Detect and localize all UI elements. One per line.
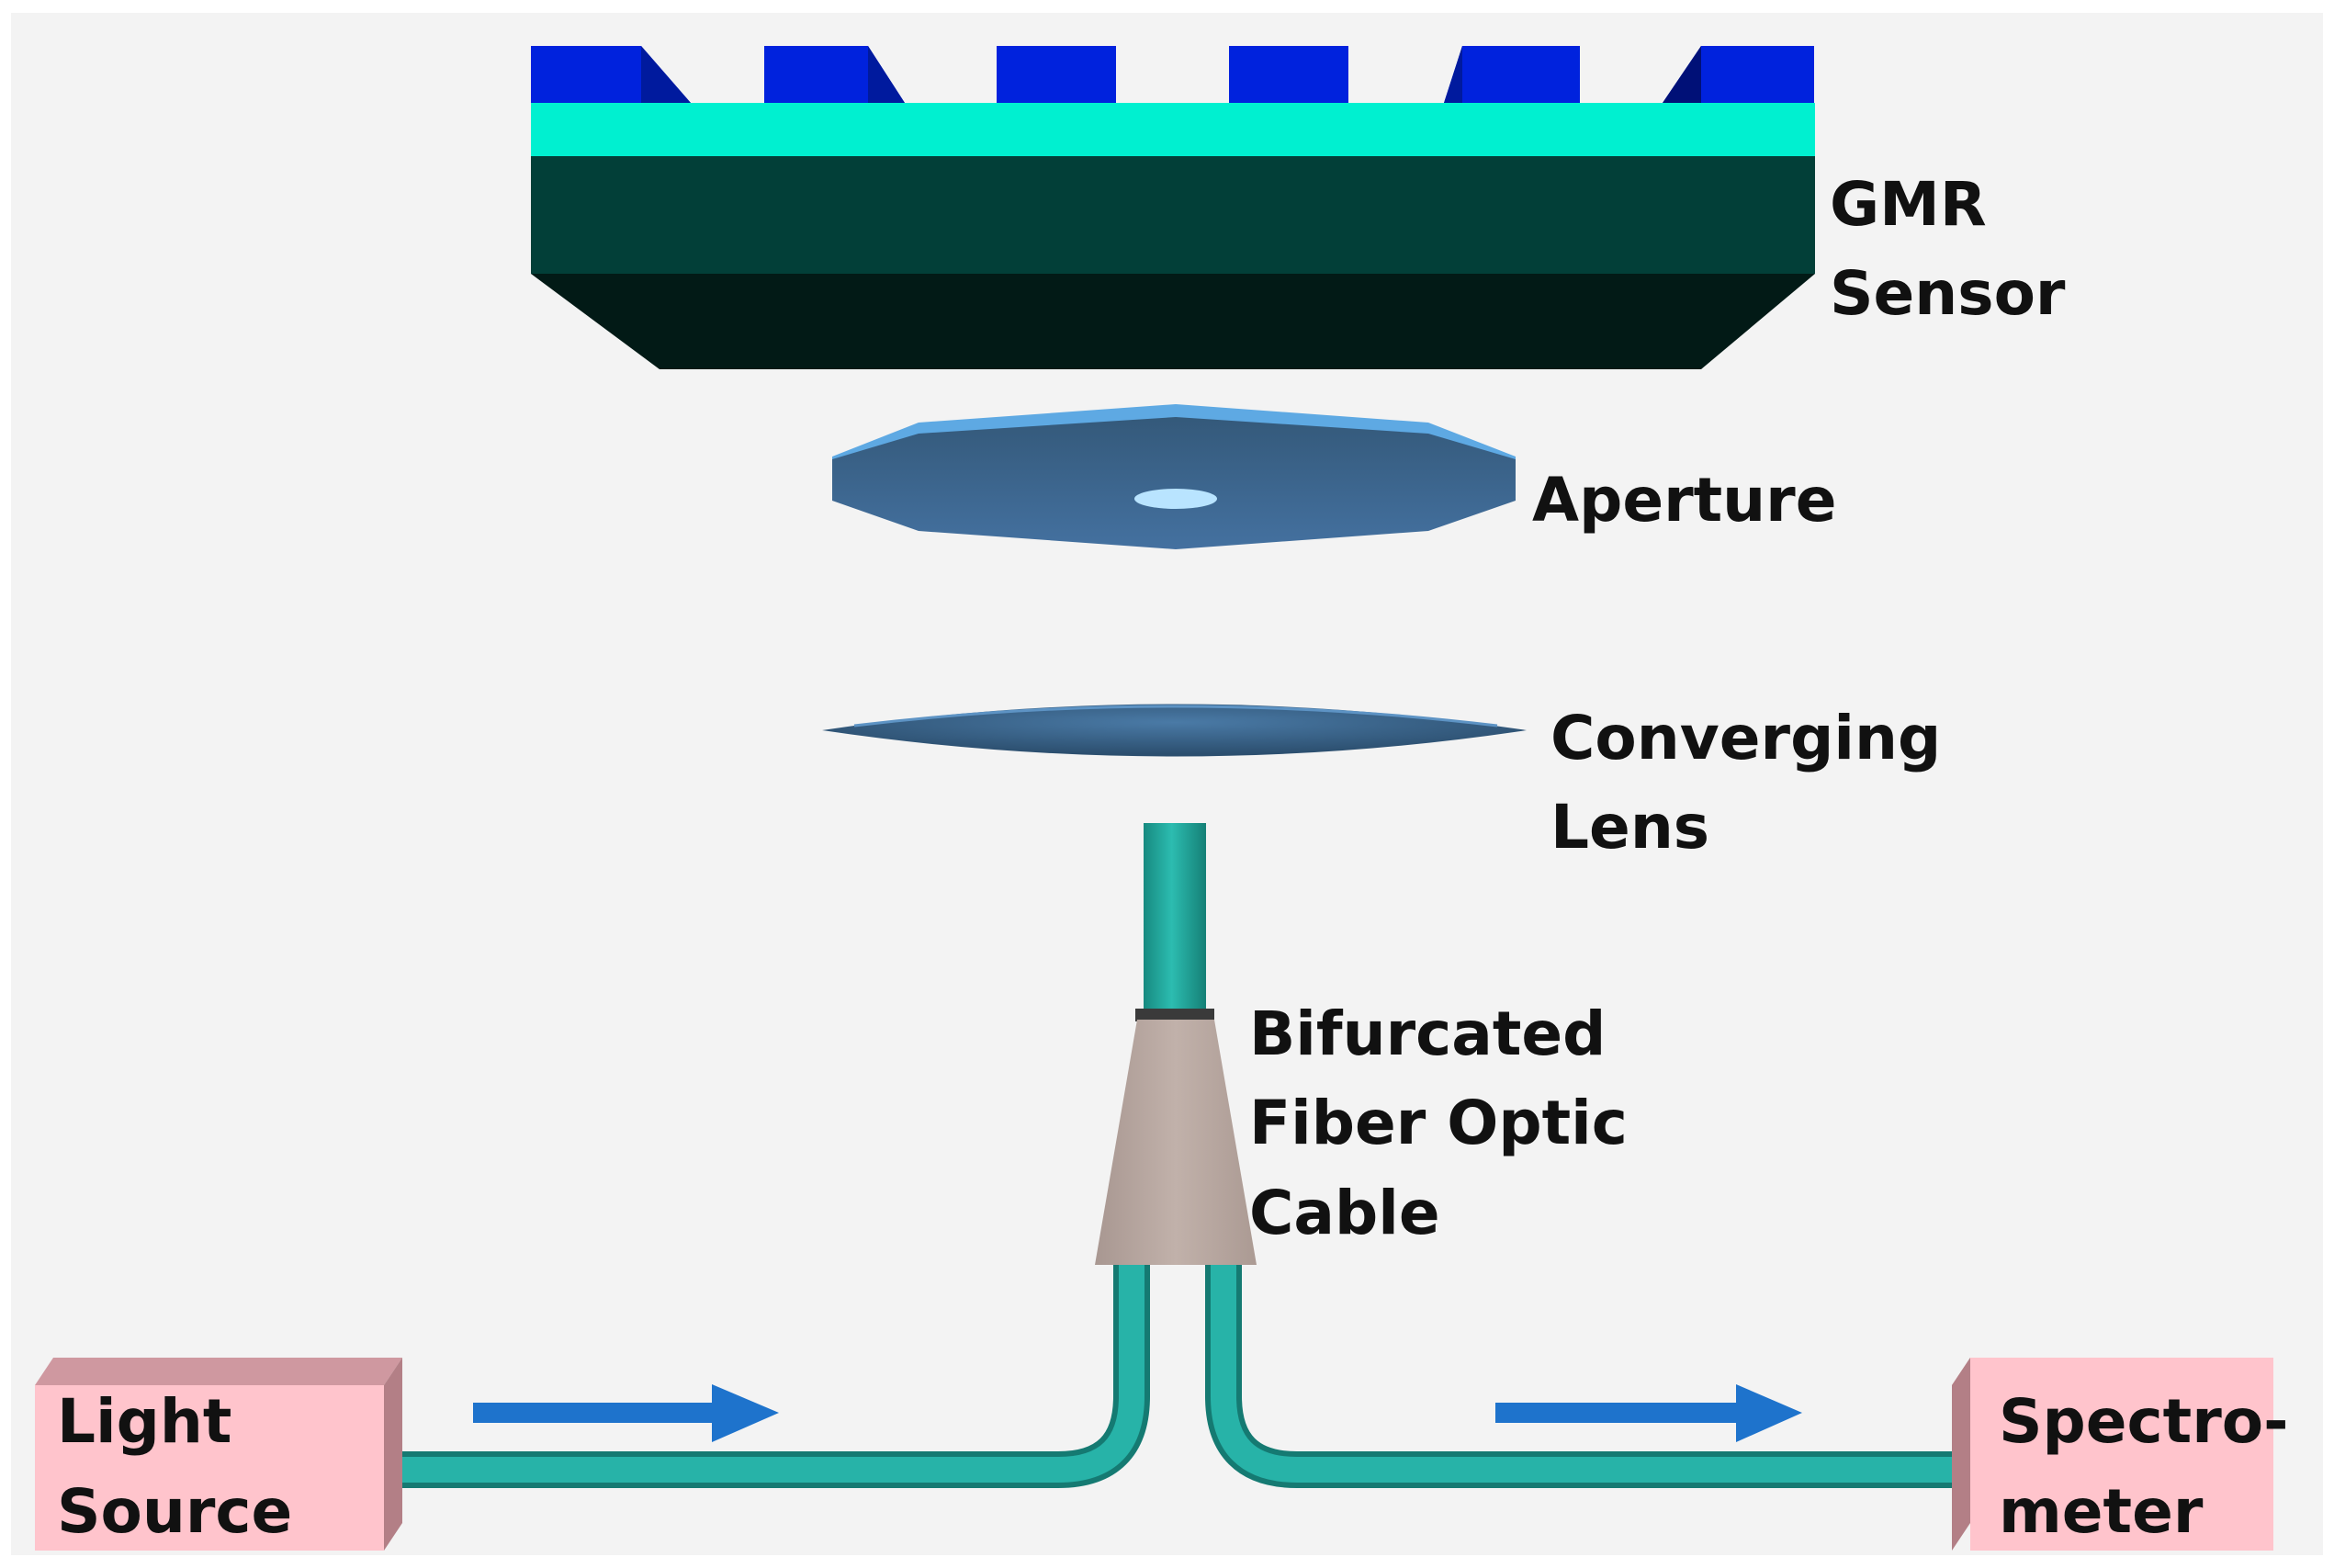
substrate-bottom <box>531 274 1815 369</box>
aperture-label: Aperture <box>1532 465 1836 536</box>
fiber-label-line2: Fiber Optic <box>1249 1088 1628 1158</box>
spectrometer-label-line2: meter <box>1999 1476 2204 1547</box>
substrate-top <box>531 156 1815 274</box>
aperture <box>832 404 1516 549</box>
spectrometer-label-line1: Spectro- <box>1999 1386 2289 1457</box>
light-source-front <box>35 1385 384 1551</box>
grating-ridges <box>531 46 1814 103</box>
gmr-sensor <box>531 46 1815 369</box>
grating-ridge <box>1229 46 1348 103</box>
fiber-right-branch-core <box>1211 1265 1961 1483</box>
light-source-side <box>384 1358 402 1551</box>
light-source-top <box>35 1358 402 1385</box>
aperture-hole <box>1134 489 1217 509</box>
arrow-shaft <box>473 1403 712 1423</box>
fiber-left-branch-core <box>390 1265 1144 1483</box>
converging-lens <box>822 704 1527 757</box>
light-source-box <box>35 1358 402 1551</box>
arrow-shaft <box>1495 1403 1736 1423</box>
spectrometer-box <box>1952 1358 2273 1551</box>
lens-body <box>822 704 1527 757</box>
spectrometer-front <box>1970 1358 2273 1551</box>
fiber-label-line1: Bifurcated <box>1249 998 1606 1069</box>
fiber-common-leg <box>1144 823 1206 1016</box>
arrow-to-spectrometer <box>1495 1384 1802 1442</box>
grating-ridge <box>1444 46 1580 103</box>
gmr-sensor-label-line1: GMR <box>1830 169 1987 240</box>
arrow-to-sensor <box>473 1384 779 1442</box>
arrowhead-icon <box>712 1384 779 1442</box>
waveguide-layer <box>531 103 1815 156</box>
light-source-label-line2: Source <box>57 1476 292 1547</box>
lens-label-line2: Lens <box>1550 792 1709 863</box>
grating-ridge <box>997 46 1116 103</box>
grating-ridge-shade <box>1444 46 1462 103</box>
light-source-label-line1: Light <box>57 1386 231 1457</box>
lens-highlight <box>853 705 1498 728</box>
grating-ridge-shade <box>641 46 691 103</box>
connector-collar <box>1135 1009 1214 1021</box>
gmr-sensor-label-line2: Sensor <box>1830 258 2066 329</box>
spectrometer-side <box>1952 1358 1970 1551</box>
connector-body <box>1095 1020 1257 1265</box>
grating-ridge-shade <box>1663 46 1701 103</box>
fiber-label-line3: Cable <box>1249 1178 1440 1248</box>
aperture-disc <box>832 417 1516 549</box>
lens-label-line1: Converging <box>1550 703 1941 773</box>
arrowhead-icon <box>1736 1384 1802 1442</box>
fiber-optic-cable <box>390 823 1961 1488</box>
grating-ridge-shade <box>868 46 905 103</box>
